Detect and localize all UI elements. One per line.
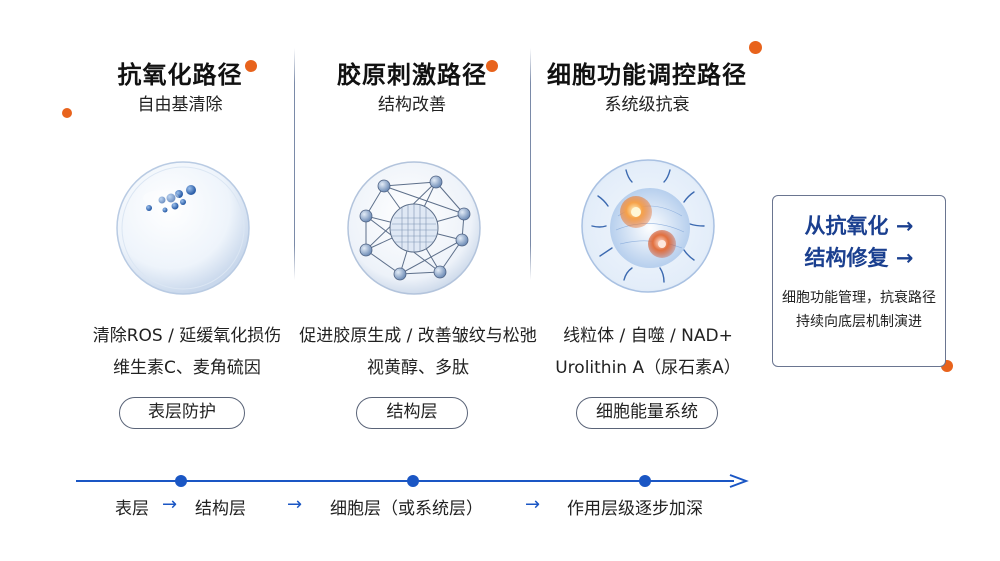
summary-box: 从抗氧化 → 结构修复 → 细胞功能管理，抗衰路径持续向底层机制演进: [772, 195, 946, 367]
decorative-dot: [486, 60, 498, 72]
column-cellular-header: 细胞功能调控路径 系统级抗衰: [537, 58, 757, 118]
layer-tag: 结构层: [356, 397, 468, 429]
summary-line: 结构修复 →: [804, 246, 914, 270]
column-antioxidant-header: 抗氧化路径 自由基清除: [70, 58, 290, 118]
description-line: 视黄醇、多肽: [367, 358, 469, 378]
timeline-label: 表层: [115, 499, 149, 519]
timeline-label: 细胞层（或系统层）: [330, 499, 483, 519]
summary-description: 细胞功能管理，抗衰路径持续向底层机制演进: [782, 290, 936, 330]
column-subtitle: 自由基清除: [137, 95, 223, 115]
timeline-arrow: →: [525, 494, 541, 515]
description-line: 线粒体 / 自噬 / NAD+: [563, 326, 733, 346]
timeline-label: 结构层: [195, 499, 246, 519]
timeline-arrow: →: [162, 494, 178, 515]
column-subtitle: 系统级抗衰: [604, 95, 690, 115]
cell-energy-icon: [578, 156, 718, 296]
column-divider: [530, 48, 531, 280]
decorative-dot: [749, 41, 762, 54]
layer-tag: 细胞能量系统: [576, 397, 718, 429]
antioxidant-sphere-icon: [113, 158, 253, 298]
column-description: 清除ROS / 延缓氧化损伤 维生素C、麦角硫因: [57, 320, 317, 384]
decorative-dot: [245, 60, 257, 72]
description-line: 促进胶原生成 / 改善皱纹与松弛: [299, 326, 537, 346]
column-title: 抗氧化路径: [117, 61, 243, 89]
description-line: 清除ROS / 延缓氧化损伤: [92, 326, 282, 346]
collagen-network-icon: [344, 158, 484, 298]
timeline-label: 作用层级逐步加深: [567, 499, 703, 519]
column-description: 线粒体 / 自噬 / NAD+ Urolithin A（尿石素A）: [518, 320, 778, 384]
layer-tag: 表层防护: [119, 397, 245, 429]
timeline-axis: [76, 474, 749, 488]
timeline-node: [407, 475, 419, 487]
column-description: 促进胶原生成 / 改善皱纹与松弛 视黄醇、多肽: [283, 320, 553, 384]
summary-line: 从抗氧化 →: [804, 214, 914, 238]
column-title: 细胞功能调控路径: [547, 61, 747, 89]
column-subtitle: 结构改善: [378, 95, 446, 115]
decorative-dot: [62, 108, 72, 118]
timeline-arrow: →: [287, 494, 303, 515]
column-title: 胶原刺激路径: [337, 61, 487, 89]
description-line: 维生素C、麦角硫因: [113, 358, 261, 378]
description-line: Urolithin A（尿石素A）: [555, 358, 741, 378]
column-divider: [294, 48, 295, 280]
column-collagen-header: 胶原刺激路径 结构改善: [302, 58, 522, 118]
timeline-node: [639, 475, 651, 487]
timeline-node: [175, 475, 187, 487]
